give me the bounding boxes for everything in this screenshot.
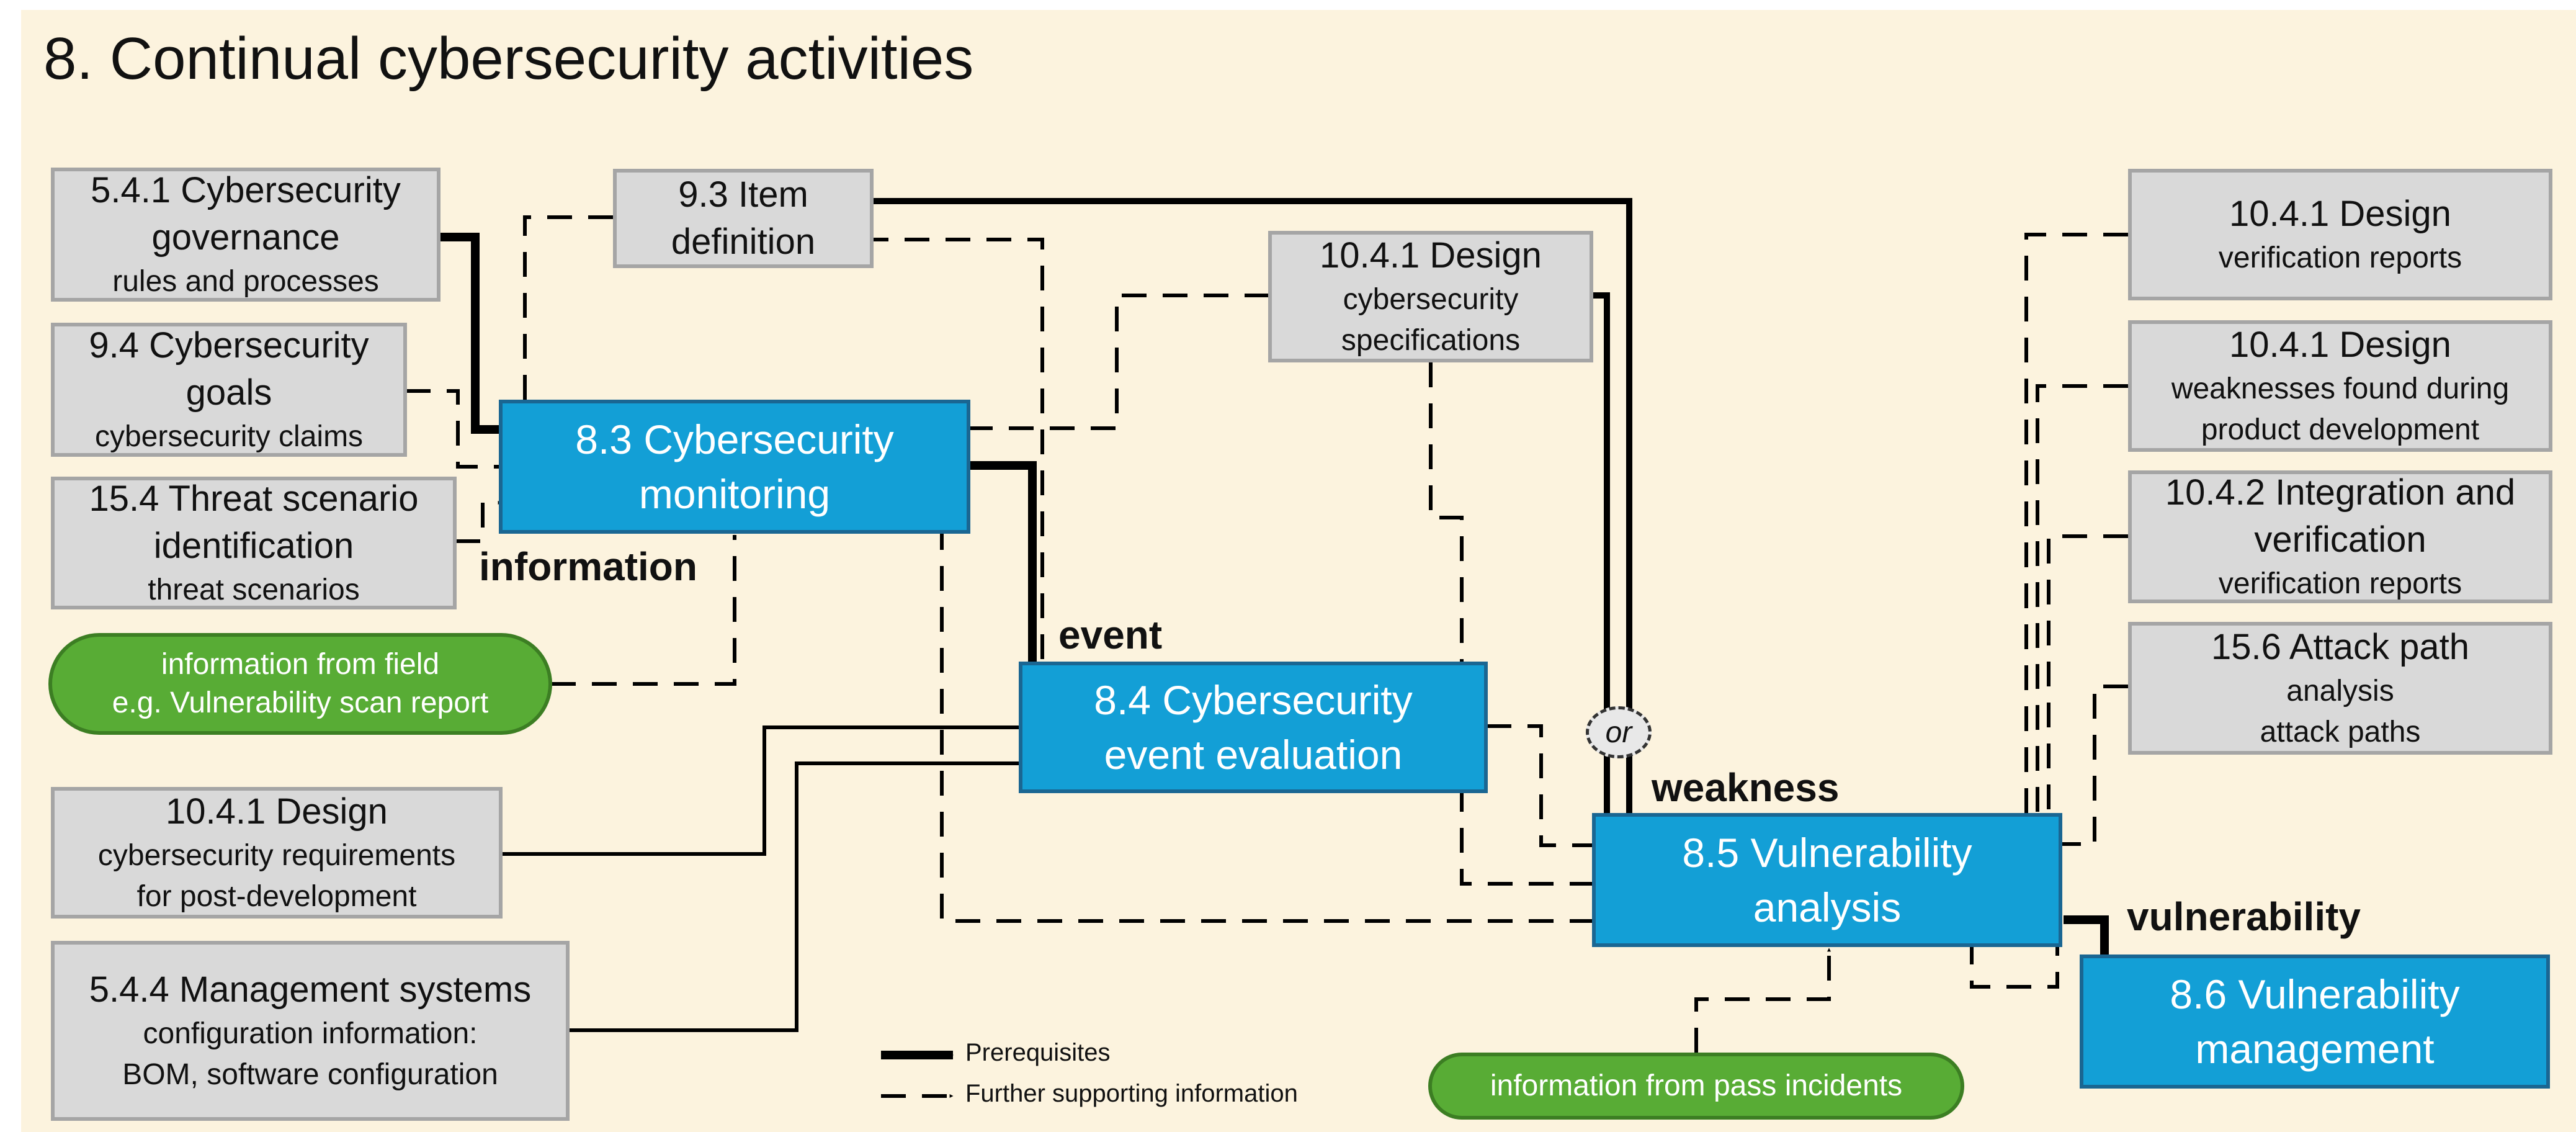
input-attack-sub-2: attack paths — [2260, 716, 2421, 748]
input-goals-title-2: goals — [186, 372, 272, 413]
activity-vulnerability-management: 8.6 Vulnerability management — [2080, 955, 2550, 1089]
source-past-incidents: information from pass incidents — [1428, 1053, 1964, 1120]
input-attack-sub-1: analysis — [2286, 675, 2394, 708]
input-weak-sub-2: product development — [2201, 413, 2480, 446]
label-information: information — [479, 544, 697, 589]
input-spec-sub-2: specifications — [1341, 324, 1521, 357]
input-governance-title-1: 5.4.1 Cybersecurity — [91, 170, 401, 210]
req-to-evaluation — [501, 725, 1023, 856]
spec-to-evaluation — [1429, 362, 1464, 668]
input-mgmt-sub-2: BOM, software configuration — [122, 1058, 498, 1091]
input-item-title-2: definition — [671, 222, 816, 262]
input-verification-reports: 10.4.1 Design verification reports — [2128, 169, 2552, 300]
label-weakness: weakness — [1652, 765, 1840, 810]
input-weaknesses: 10.4.1 Design weaknesses found during pr… — [2128, 320, 2552, 452]
input-governance-title-2: governance — [151, 217, 340, 258]
input-governance-sub: rules and processes — [112, 265, 379, 298]
input-req-sub-1: cybersecurity requirements — [97, 839, 456, 872]
legend-supporting-information: Further supporting information — [965, 1080, 1298, 1107]
input-weak-sub-1: weaknesses found during — [2171, 372, 2510, 405]
activity-evaluation-line-2: event evaluation — [1104, 732, 1403, 778]
input-req-sub-2: for post-development — [136, 880, 417, 913]
verif-to-analysis — [2024, 233, 2128, 825]
input-threat-sub: threat scenarios — [148, 573, 360, 606]
analysis-to-evaluation — [1460, 785, 1594, 886]
input-spec-sub-1: cybersecurity — [1343, 283, 1519, 316]
input-management-systems: 5.4.4 Management systems configuration i… — [51, 941, 570, 1121]
input-mgmt-title: 5.4.4 Management systems — [89, 969, 532, 1010]
prereq-item-to-analysis — [864, 198, 1632, 831]
item-to-monitoring — [523, 215, 613, 410]
attack-to-analysis — [2058, 685, 2128, 846]
evaluation-to-analysis — [1487, 724, 1594, 847]
prereq-monitoring-to-evaluation — [969, 461, 1037, 677]
label-event: event — [1058, 613, 1163, 657]
field-to-monitoring — [551, 534, 736, 686]
input-integ-title-2: verification — [2254, 519, 2426, 560]
weak-to-analysis — [2036, 384, 2128, 825]
input-attack-path: 15.6 Attack path analysis attack paths — [2128, 622, 2552, 755]
activity-analysis-line-2: analysis — [1753, 884, 1902, 930]
source-incidents-text: information from pass incidents — [1490, 1069, 1903, 1102]
prereq-governance-to-monitoring — [439, 233, 502, 434]
prereq-spec-to-analysis — [1592, 292, 1610, 831]
input-design-requirements: 10.4.1 Design cybersecurity requirements… — [51, 787, 503, 919]
input-goals: 9.4 Cybersecurity goals cybersecurity cl… — [51, 323, 407, 457]
activity-analysis-line-1: 8.5 Vulnerability — [1682, 830, 1972, 876]
page-title: 8. Continual cybersecurity activities — [43, 25, 974, 92]
label-vulnerability: vulnerability — [2127, 894, 2361, 939]
incidents-to-analysis — [1694, 948, 1831, 1053]
mgmt-to-evaluation — [568, 761, 1023, 1032]
spec-to-monitoring — [967, 294, 1269, 430]
input-integ-sub: verification reports — [2218, 567, 2462, 600]
source-field-information: information from field e.g. Vulnerabilit… — [48, 633, 552, 735]
input-integ-title-1: 10.4.2 Integration and — [2165, 472, 2516, 513]
input-threat-title-2: identification — [153, 526, 354, 566]
activity-evaluation-line-1: 8.4 Cybersecurity — [1094, 677, 1413, 723]
analysis-to-monitoring — [940, 522, 1594, 923]
item-to-evaluation — [864, 238, 1044, 676]
source-field-line-2: e.g. Vulnerability scan report — [112, 686, 489, 719]
input-verif-sub: verification reports — [2218, 241, 2462, 274]
activity-management-line-2: management — [2195, 1026, 2435, 1072]
input-mgmt-sub-1: configuration information: — [143, 1017, 478, 1050]
integ-to-analysis — [2047, 534, 2128, 825]
activity-monitoring-line-1: 8.3 Cybersecurity — [575, 416, 894, 462]
activity-monitoring-line-2: monitoring — [638, 471, 831, 517]
activity-vulnerability-analysis: 8.5 Vulnerability analysis — [1592, 813, 2062, 947]
input-integration-verification: 10.4.2 Integration and verification veri… — [2128, 470, 2552, 603]
threat-to-monitoring — [455, 501, 502, 543]
activity-cybersecurity-monitoring: 8.3 Cybersecurity monitoring — [499, 400, 970, 534]
input-attack-title: 15.6 Attack path — [2211, 627, 2469, 667]
legend-prerequisites: Prerequisites — [965, 1039, 1111, 1066]
input-threat-title-1: 15.4 Threat scenario — [89, 478, 419, 519]
input-item-title-1: 9.3 Item — [678, 174, 808, 215]
activity-management-line-1: 8.6 Vulnerability — [2170, 971, 2460, 1017]
or-junction: or — [1586, 706, 1652, 758]
source-field-line-1: information from field — [161, 648, 440, 681]
input-verif-title: 10.4.1 Design — [2229, 194, 2451, 234]
input-goals-title-1: 9.4 Cybersecurity — [89, 325, 369, 366]
input-governance: 5.4.1 Cybersecurity governance rules and… — [51, 168, 441, 302]
input-threat-scenario: 15.4 Threat scenario identification thre… — [51, 477, 457, 609]
input-item-definition: 9.3 Item definition — [613, 169, 874, 268]
prereq-analysis-to-management — [2064, 915, 2109, 966]
input-goals-sub: cybersecurity claims — [94, 420, 364, 453]
goals-to-monitoring — [406, 389, 502, 469]
input-weak-title: 10.4.1 Design — [2229, 325, 2451, 365]
input-design-specifications: 10.4.1 Design cybersecurity specificatio… — [1268, 231, 1593, 362]
input-spec-title: 10.4.1 Design — [1320, 235, 1542, 276]
activity-event-evaluation: 8.4 Cybersecurity event evaluation — [1019, 662, 1488, 793]
input-req-title: 10.4.1 Design — [166, 791, 388, 832]
